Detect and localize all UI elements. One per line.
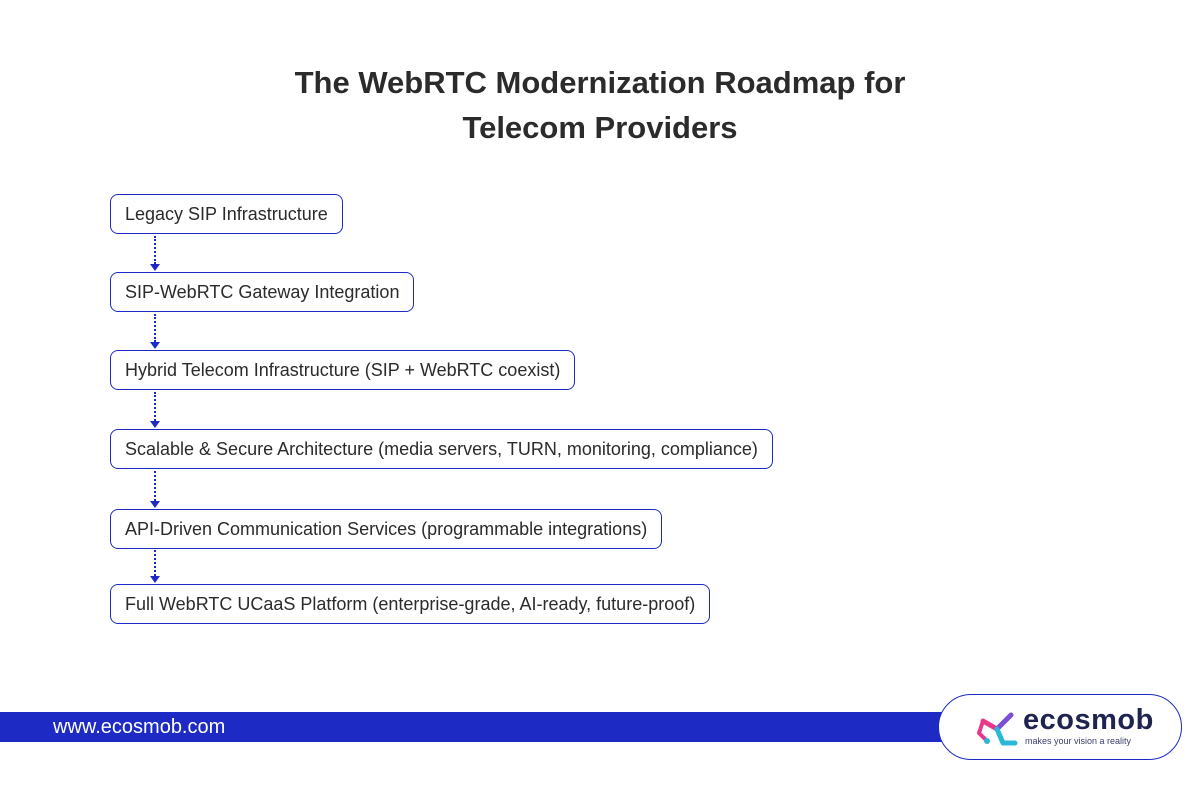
roadmap-step-scalable-architecture: Scalable & Secure Architecture (media se… — [110, 429, 773, 469]
roadmap-step-legacy-sip: Legacy SIP Infrastructure — [110, 194, 343, 234]
flow-arrow-4 — [149, 471, 161, 508]
footer-bar — [0, 712, 960, 742]
roadmap-step-hybrid-infrastructure: Hybrid Telecom Infrastructure (SIP + Web… — [110, 350, 576, 390]
roadmap-step-api-services: API-Driven Communication Services (progr… — [110, 509, 663, 549]
ecosmob-logo-icon — [977, 712, 1018, 746]
flow-arrow-5 — [149, 550, 161, 583]
flow-arrow-2 — [149, 314, 161, 349]
page-title: The WebRTC Modernization Roadmap for Tel… — [0, 60, 1200, 150]
page-title-line-1: The WebRTC Modernization Roadmap for — [294, 65, 906, 100]
logo-tagline: makes your vision a reality — [1025, 736, 1132, 746]
roadmap-step-gateway-integration: SIP-WebRTC Gateway Integration — [110, 272, 415, 312]
roadmap-step-ucaas-platform: Full WebRTC UCaaS Platform (enterprise-g… — [110, 584, 711, 624]
flow-arrow-1 — [149, 236, 161, 271]
logo-wordmark: ecosmob — [1023, 704, 1154, 736]
flow-arrow-3 — [149, 392, 161, 428]
footer-website-link[interactable]: www.ecosmob.com — [53, 716, 226, 738]
page-title-line-2: Telecom Providers — [462, 110, 738, 145]
brand-logo: ecosmob makes your vision a reality — [938, 694, 1182, 760]
